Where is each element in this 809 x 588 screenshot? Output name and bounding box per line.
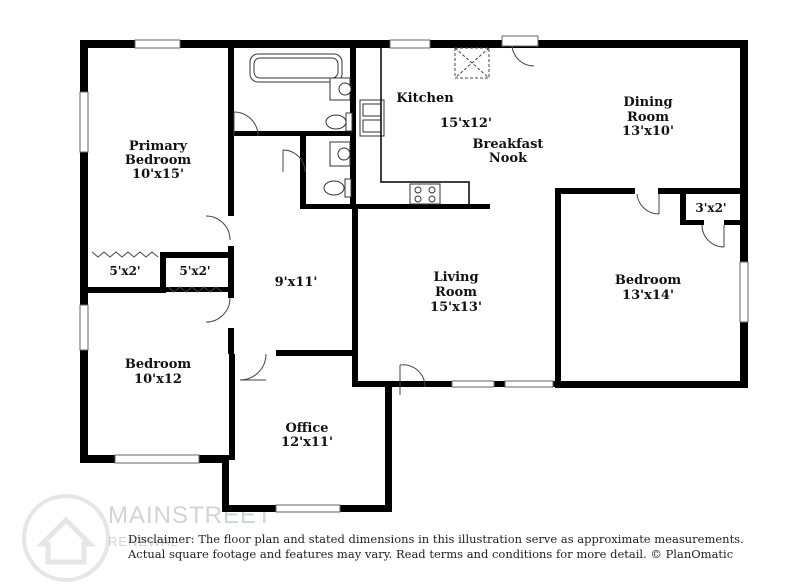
house-logo-icon	[22, 494, 110, 582]
kitchen-label: Kitchen	[396, 91, 454, 106]
closet-2-dims: 5'x2'	[179, 264, 210, 278]
living-room-label: Living	[433, 270, 478, 285]
dining-room-label-2: Room	[627, 110, 669, 125]
bedroom-left-label: Bedroom	[125, 357, 192, 372]
disclaimer-line-2: Actual square footage and features may v…	[128, 547, 734, 561]
bath-fixtures	[249, 53, 353, 198]
primary-bedroom-dims: 10'x15'	[132, 167, 184, 182]
bedroom-right-dims: 13'x14'	[622, 288, 674, 303]
living-room-dims: 15'x13'	[430, 300, 482, 315]
bedroom-left-dims: 10'x12	[134, 372, 182, 387]
office-dims: 12'x11'	[281, 435, 333, 450]
windows	[79, 39, 749, 513]
closet-3-dims: 3'x2'	[695, 201, 726, 215]
disclaimer-line-1: Disclaimer: The floor plan and stated di…	[128, 532, 744, 546]
dining-room-label: Dining	[623, 95, 672, 110]
room-labels: Primary Bedroom 10'x15' Kitchen 15'x12' …	[109, 91, 726, 450]
interior-walls	[88, 48, 746, 460]
doors	[91, 35, 725, 395]
closet-1-dims: 5'x2'	[109, 264, 140, 278]
hall-dims: 9'x11'	[275, 275, 318, 290]
breakfast-nook-label: Breakfast	[473, 137, 544, 152]
watermark-sub: RENEWAL	[108, 534, 179, 549]
living-room-label-2: Room	[435, 285, 477, 300]
primary-bedroom-label: Primary	[129, 139, 188, 154]
dining-room-dims: 13'x10'	[622, 124, 674, 139]
kitchen-fixtures	[359, 47, 490, 205]
breakfast-nook-label-2: Nook	[489, 151, 528, 166]
office-label: Office	[285, 421, 328, 436]
kitchen-dims: 15'x12'	[440, 116, 492, 131]
bedroom-right-label: Bedroom	[615, 273, 682, 288]
primary-bedroom-label-2: Bedroom	[125, 153, 192, 168]
